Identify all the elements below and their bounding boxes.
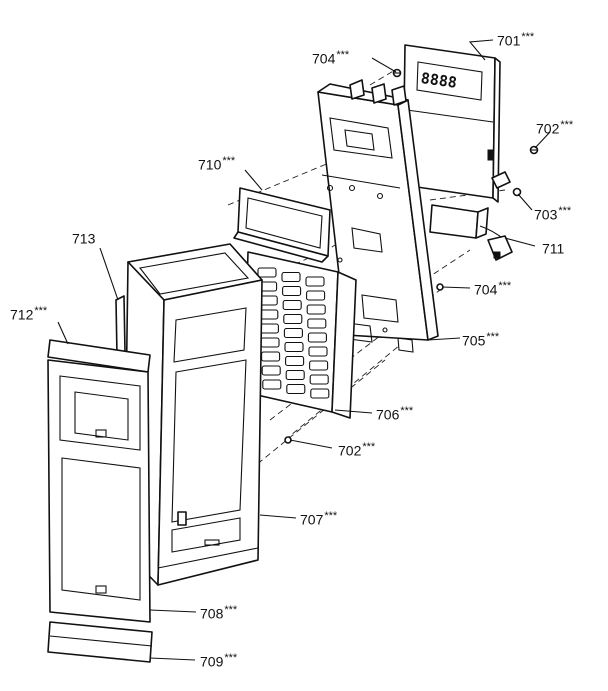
callout-705: 705*** <box>462 331 500 349</box>
keypad-key <box>262 379 282 390</box>
callout-708: 708*** <box>200 604 238 622</box>
callout-706: 706*** <box>376 405 414 423</box>
keypad-key <box>306 290 326 301</box>
keypad-membrane-706 <box>243 251 357 419</box>
keypad-key <box>305 276 325 287</box>
keypad-key <box>281 271 301 283</box>
callout-709: 709*** <box>200 652 238 670</box>
keypad-key <box>284 341 304 353</box>
display-window-710 <box>233 187 331 263</box>
keypad-key <box>308 346 328 357</box>
keypad-key <box>261 365 281 376</box>
callout-711: 711 <box>542 240 565 257</box>
keypad-key <box>282 285 302 297</box>
keypad-key <box>307 318 327 329</box>
callout-713: 713 <box>72 230 96 247</box>
screw-702-top <box>529 145 539 155</box>
callout-701: 701*** <box>497 31 535 49</box>
callout-702-top: 702*** <box>536 119 574 137</box>
keypad-key <box>257 267 277 278</box>
display-readout: 8888 <box>420 69 458 92</box>
callout-704-top: 704*** <box>312 49 350 67</box>
leader-lines <box>57 39 551 661</box>
keypad-key <box>285 355 305 367</box>
callout-703: 703*** <box>534 205 572 223</box>
keypad-key <box>285 369 305 381</box>
door-bottom-trim-709 <box>47 621 153 663</box>
callout-702-lower: 702*** <box>338 441 376 459</box>
display-board-701: 8888 <box>402 44 501 203</box>
keypad-key <box>309 360 329 371</box>
clip-703 <box>491 171 522 197</box>
keypad-key <box>283 327 303 339</box>
keypad-key <box>310 388 330 399</box>
keypad-key <box>286 383 306 395</box>
keypad-key <box>309 374 329 385</box>
keypad-key <box>307 332 327 343</box>
callout-707: 707*** <box>300 510 338 528</box>
keypad-key <box>306 304 326 315</box>
bracket-connector-711 <box>429 204 513 261</box>
callout-712: 712*** <box>10 305 48 323</box>
keypad-key <box>282 299 302 311</box>
callout-704-side: 704*** <box>474 280 512 298</box>
keypad-key <box>283 313 303 325</box>
callout-710: 710*** <box>198 155 236 173</box>
door-panel-708 <box>47 359 151 623</box>
